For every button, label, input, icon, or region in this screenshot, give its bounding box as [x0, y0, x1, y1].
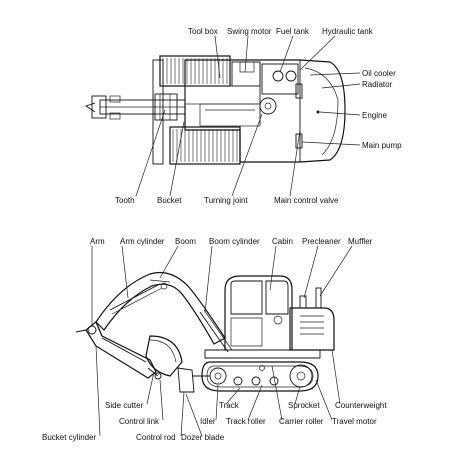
- top-track-lower: [169, 126, 241, 165]
- label-engine: Engine: [362, 111, 387, 120]
- top-upper-structure: [184, 59, 346, 163]
- label-boom: Boom: [175, 237, 196, 246]
- label-arm: Arm: [90, 237, 105, 246]
- label-cabin: Cabin: [272, 237, 293, 246]
- top-view-drawing: [84, 35, 361, 197]
- label-track-roller: Track roller: [226, 417, 266, 426]
- label-oil-cooler: Oil cooler: [362, 69, 396, 78]
- label-fuel-tank: Fuel tank: [276, 27, 310, 36]
- side-dozer-blade: [177, 367, 195, 393]
- side-bucket: [145, 335, 183, 380]
- track-roller-wheel: [251, 376, 261, 386]
- side-leader-lines: [91, 245, 353, 437]
- label-swing-motor: Swing motor: [227, 27, 272, 36]
- muffler-pipe: [315, 287, 322, 309]
- label-hydraulic-tank: Hydraulic tank: [322, 27, 374, 36]
- label-turning-joint: Turning joint: [204, 196, 249, 205]
- sprocket-wheel: [289, 364, 313, 388]
- label-side-cutter: Side cutter: [105, 401, 144, 410]
- label-control-link: Control link: [119, 417, 160, 426]
- label-carrier-roller: Carrier roller: [279, 417, 324, 426]
- label-control-rod: Control rod: [136, 433, 176, 442]
- label-precleaner: Precleaner: [302, 237, 341, 246]
- label-muffler: Muffler: [348, 237, 373, 246]
- side-view-labels: Arm Arm cylinder Boom Boom cylinder Cabi…: [42, 237, 387, 442]
- precleaner-unit: [299, 295, 307, 309]
- side-cabin: [224, 275, 293, 350]
- side-arm: [75, 321, 157, 379]
- label-dozer-blade: Dozer blade: [181, 433, 225, 442]
- side-boom: [95, 271, 226, 345]
- side-track: [201, 361, 319, 392]
- label-bucket: Bucket: [157, 196, 182, 205]
- top-view-labels: Tool box Swing motor Fuel tank Hydraulic…: [115, 27, 402, 205]
- label-sprocket: Sprocket: [288, 401, 320, 410]
- idler-wheel: [209, 367, 227, 385]
- label-tooth: Tooth: [115, 196, 135, 205]
- side-bucket-cylinder: [101, 337, 147, 363]
- top-arm: [84, 93, 186, 121]
- top-leader-lines: [135, 35, 361, 197]
- label-arm-cylinder: Arm cylinder: [120, 237, 165, 246]
- label-main-pump: Main pump: [362, 141, 402, 150]
- label-radiator: Radiator: [362, 80, 393, 89]
- label-track: Track: [219, 401, 240, 410]
- label-boom-cylinder: Boom cylinder: [209, 237, 260, 246]
- side-engine-hood: [289, 307, 335, 351]
- label-idler: Idler: [200, 417, 216, 426]
- side-arm-cylinder: [109, 283, 161, 311]
- track-roller-wheel: [233, 376, 243, 386]
- side-boom-cylinder: [199, 311, 229, 353]
- label-travel-motor: Travel motor: [332, 417, 377, 426]
- carrier-roller-wheel: [259, 365, 265, 371]
- side-view-drawing: [75, 245, 353, 437]
- label-main-control-valve: Main control valve: [274, 196, 339, 205]
- label-bucket-cylinder: Bucket cylinder: [42, 433, 97, 442]
- top-dozer-blade: [152, 59, 164, 165]
- top-track-upper: [159, 55, 231, 87]
- label-tool-box: Tool box: [188, 27, 218, 36]
- label-counterweight: Counterweight: [335, 401, 387, 410]
